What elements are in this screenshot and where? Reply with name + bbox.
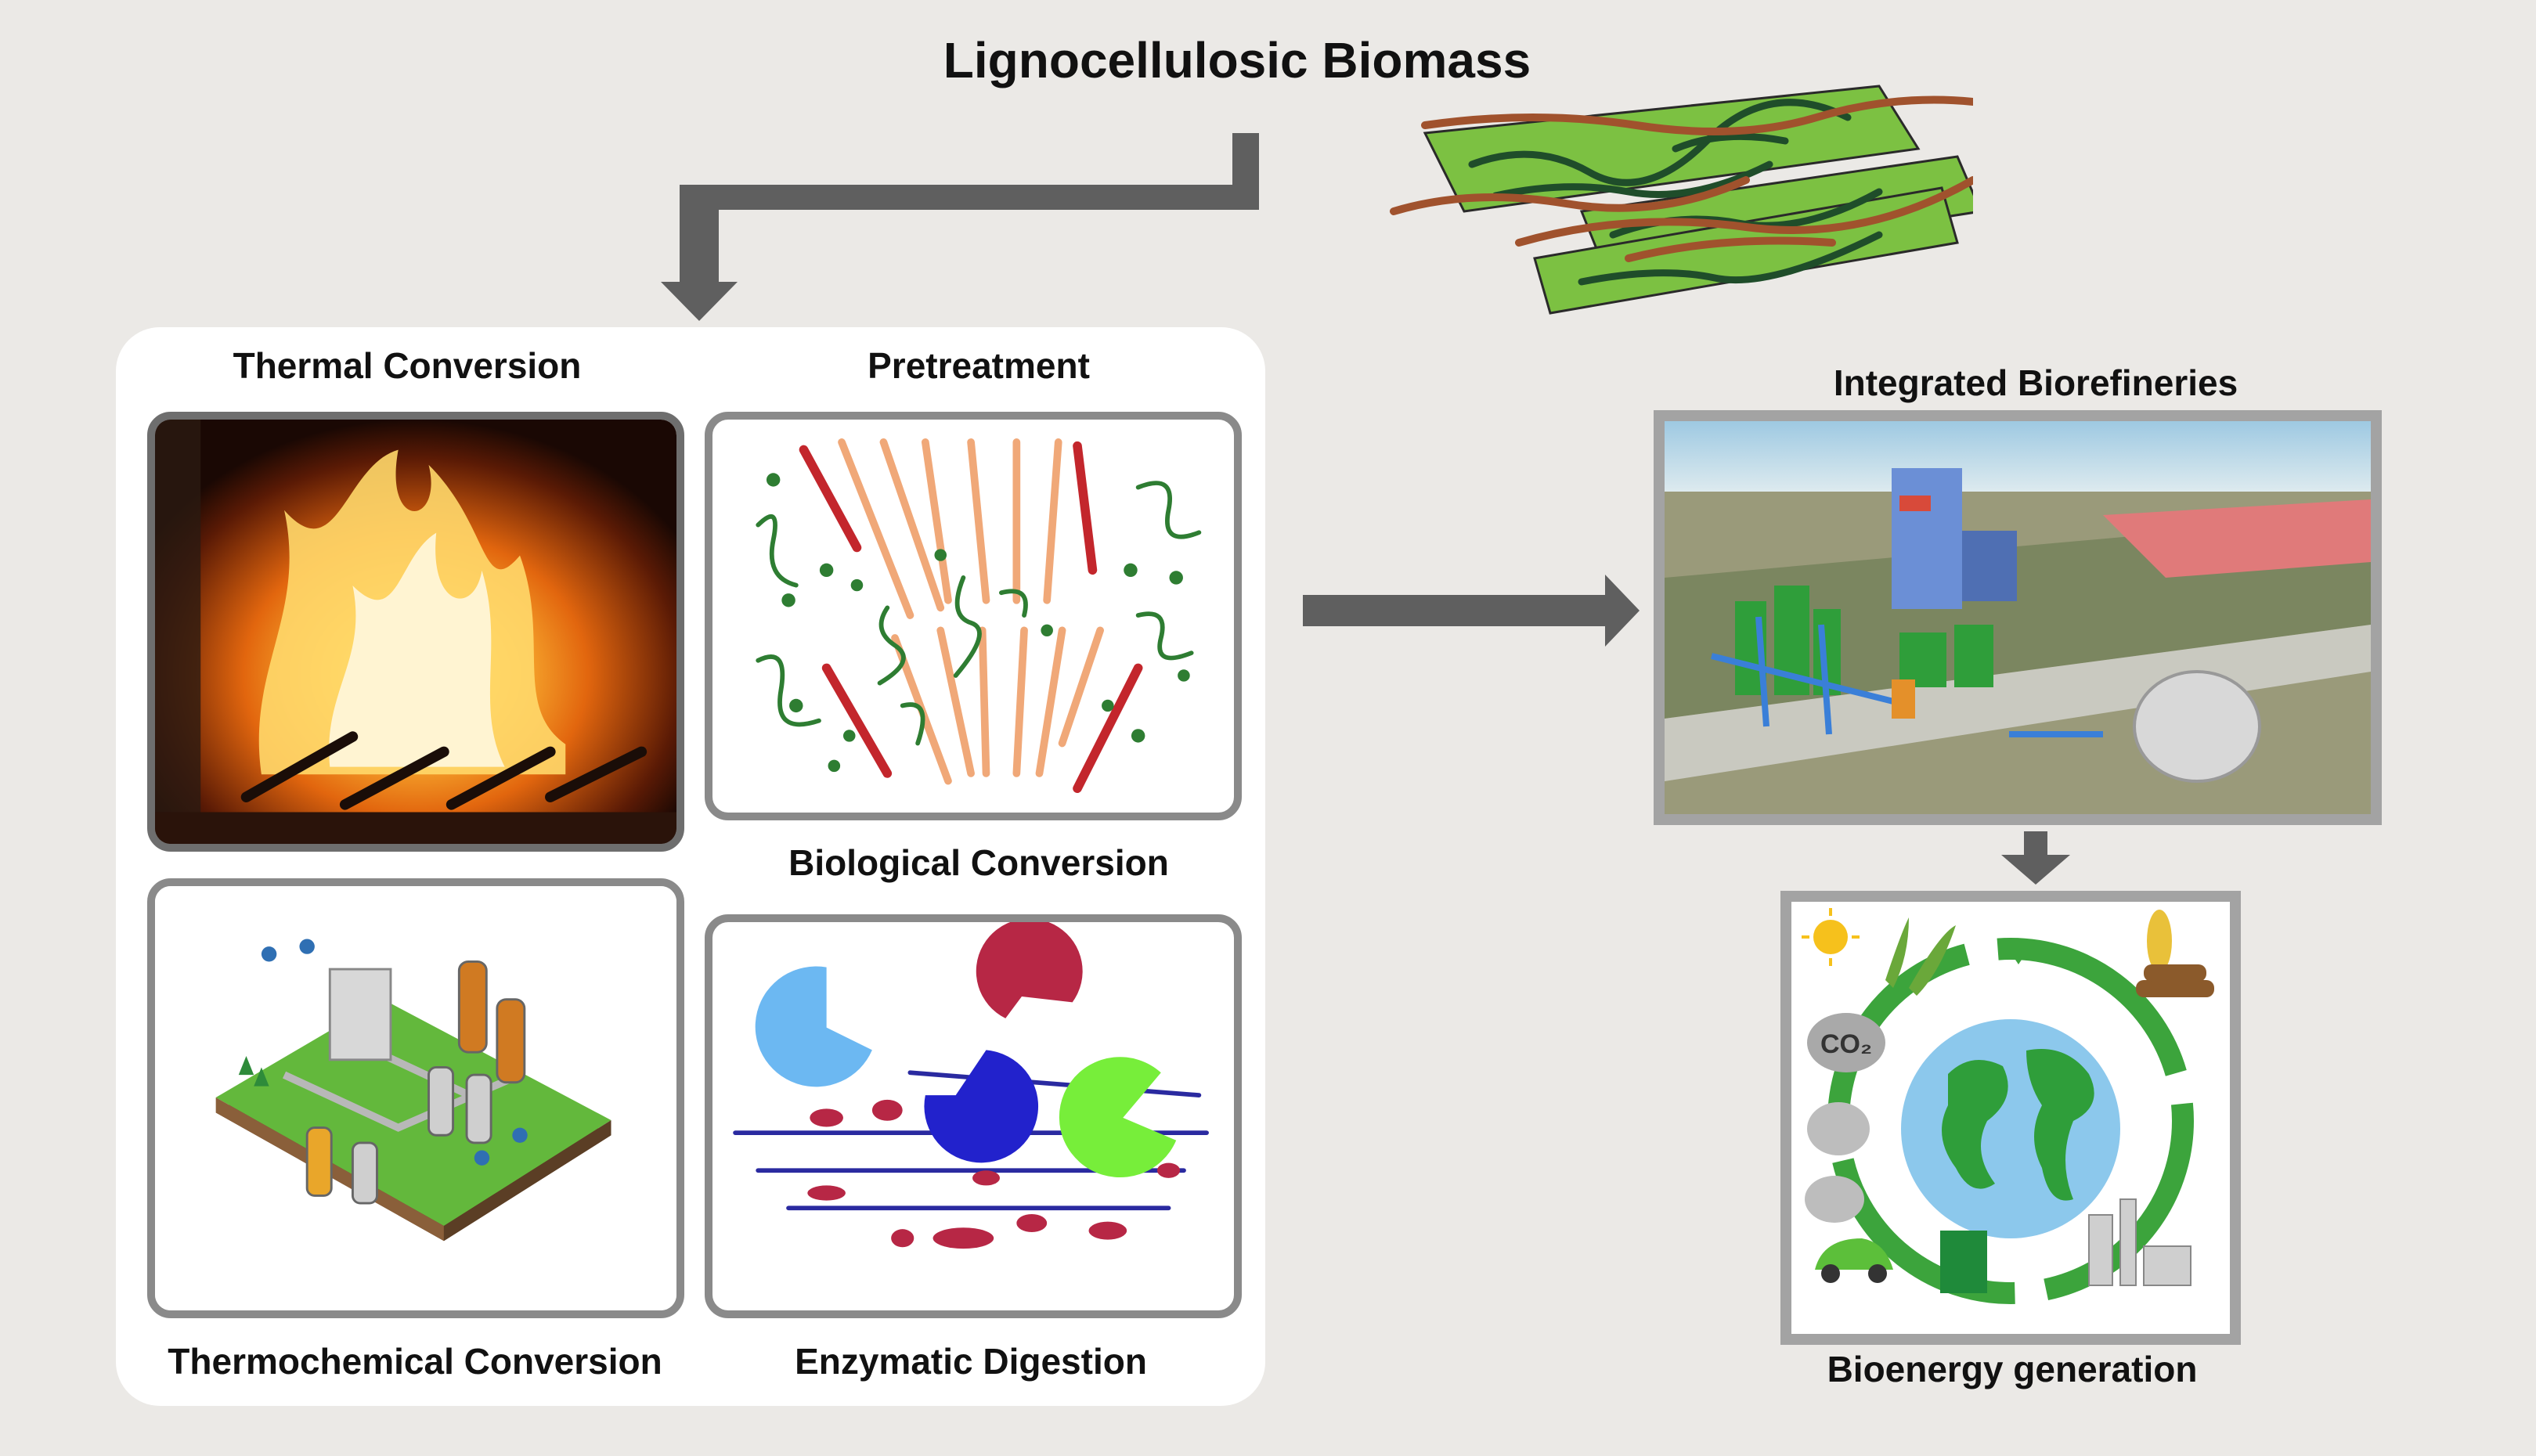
pretreatment-image [705,412,1242,820]
label-thermal-conversion: Thermal Conversion [233,345,582,386]
arrow-biorefineries-to-bioenergy [2001,831,2070,885]
bioenergy-cycle-image: CO₂ [1780,891,2241,1345]
enzymatic-digestion-image [705,914,1242,1318]
biorefinery-image [1654,410,2382,825]
page-title: Lignocellulosic Biomass [943,32,1531,88]
biomass-fibers-illustration [1390,85,1973,315]
arrow-panels-to-biorefineries [1303,575,1640,647]
thermochemical-conversion-image [147,878,684,1318]
label-thermochemical-conversion: Thermochemical Conversion [168,1341,662,1382]
arrow-biomass-to-panels [661,133,1259,321]
label-pretreatment: Pretreatment [868,345,1090,386]
label-bioenergy-generation: Bioenergy generation [1827,1349,2198,1389]
thermal-conversion-image [147,412,684,852]
label-biological-conversion: Biological Conversion [788,842,1169,883]
label-enzymatic-digestion: Enzymatic Digestion [795,1341,1147,1382]
co2-label: CO₂ [1820,1029,1872,1059]
label-integrated-biorefineries: Integrated Biorefineries [1833,362,2238,403]
